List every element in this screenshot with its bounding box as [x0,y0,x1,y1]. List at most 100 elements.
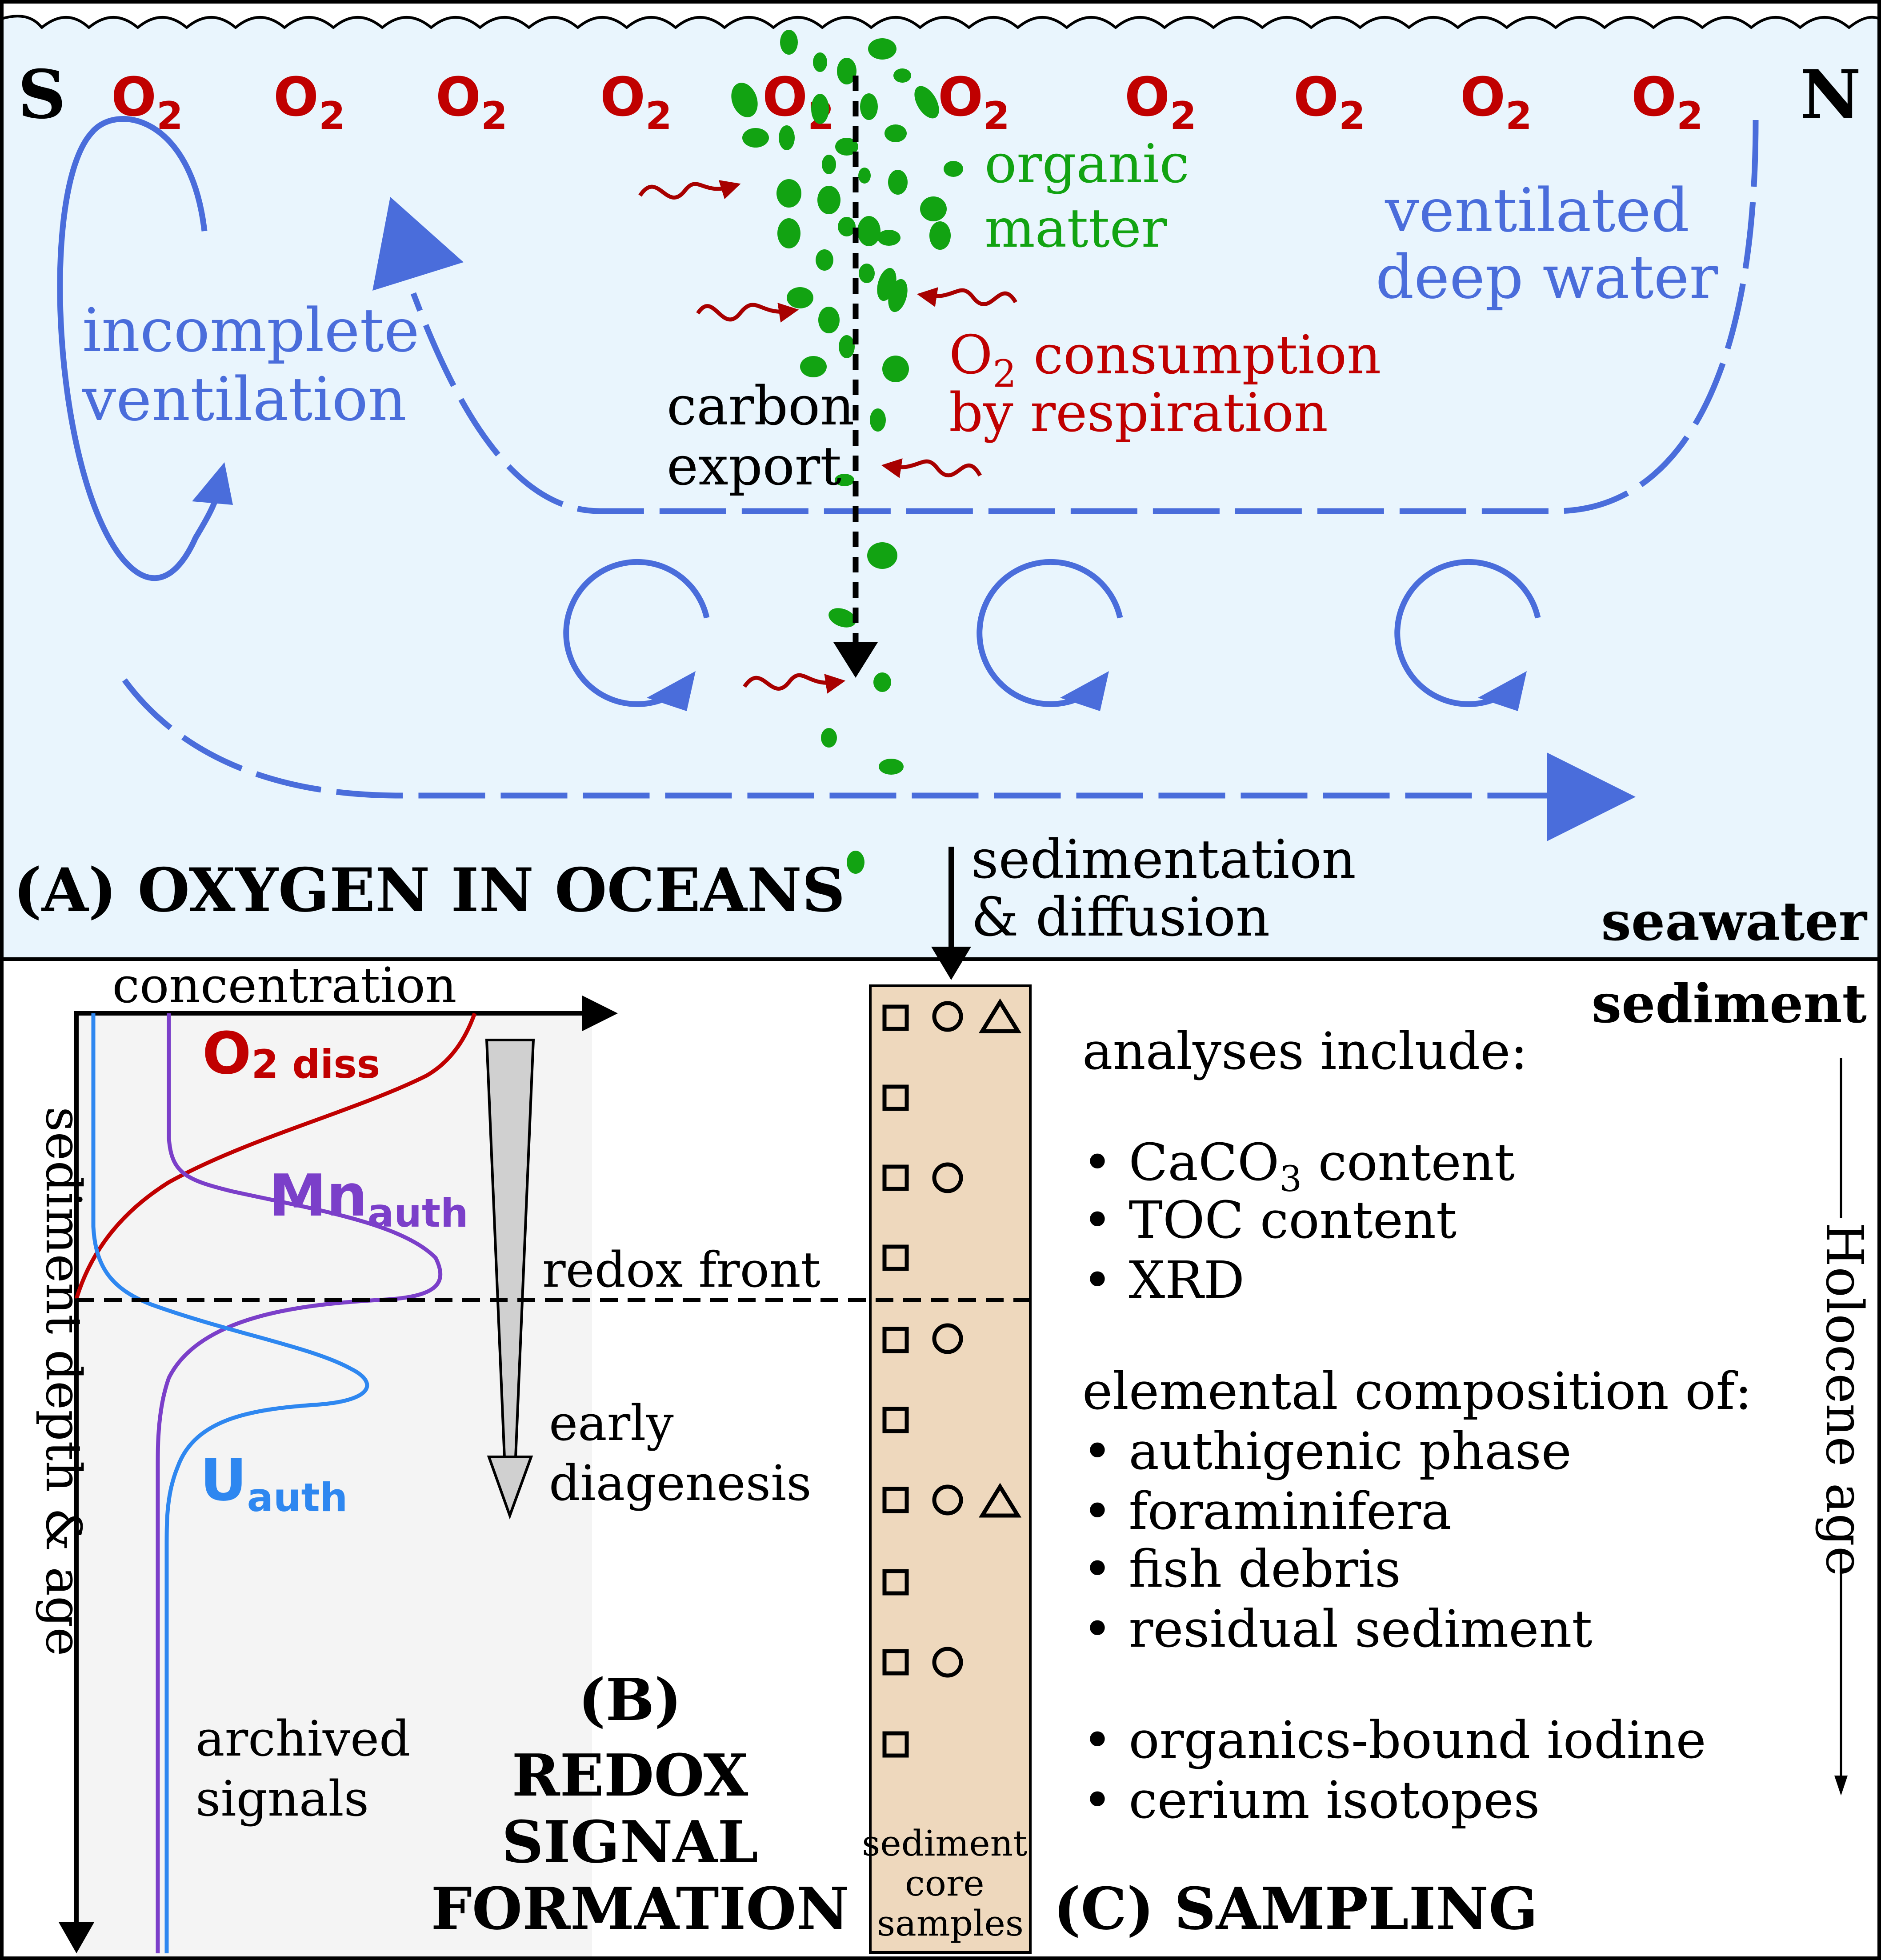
organic-particle [929,221,951,250]
archived-signals-label: archived signals [196,1710,426,1827]
organic-particle [868,38,896,60]
arrowhead-large-lower [1547,752,1636,841]
o2-diss-profile [74,1012,477,1300]
organic-particle [873,672,891,692]
o2-diss-label: O2 diss [202,1020,380,1087]
o2-label: O2 [938,67,1010,138]
sample-square [882,1649,909,1676]
ventilated-deep-water-flow [410,120,1759,514]
organic-particle [837,58,856,84]
arrowhead-eddy-3 [1478,671,1527,711]
organic-particle [777,218,800,248]
eddy-2 [977,559,1123,707]
sample-circle [932,1162,963,1193]
organic-particle [828,608,856,628]
sample-circle [932,1484,963,1516]
incomplete-ventilation-loop [57,116,221,581]
organic-particle [742,128,769,148]
organic-particle [882,356,909,382]
arrowhead-eddy-2 [1060,671,1109,711]
sample-square [882,1407,909,1433]
elemental-item: • fish debris [1082,1540,1401,1599]
other-item: • organics-bound iodine [1082,1711,1706,1770]
organic-particle [884,124,907,142]
organic-particle [821,728,837,748]
core-samples [882,998,1022,1758]
holocene-age-label: Holocene age [1814,1222,1874,1576]
sample-square [882,1244,909,1271]
organic-particle [944,161,963,177]
sample-square [882,1164,909,1191]
organic-particle [835,138,858,156]
sedimentation-label: sedimentation & diffusion [971,829,1373,948]
panel-b-title: (B) REDOX SIGNAL FORMATION [431,1666,849,1943]
organic-particle [776,179,801,208]
o2-label: O2 [600,67,672,138]
elemental-item: • foraminifera [1082,1482,1452,1541]
organic-particle [818,307,840,333]
other-item: • cerium isotopes [1082,1771,1540,1830]
organic-particle [859,264,875,283]
carbon-export-arrowhead [833,642,878,678]
panel-sampling: sediment core samples analyses include: … [862,984,1874,1954]
sample-square [882,1487,909,1513]
o2-label: O2 [1125,67,1197,138]
organic-particle [879,759,904,775]
analysis-item: • TOC content [1082,1191,1457,1250]
surface-oxygen-labels: O2 O2 O2 O2 O2 O2 O2 O2 O2 O2 [111,67,1703,138]
sample-square [882,1731,909,1758]
elemental-header: elemental composition of: [1082,1362,1752,1421]
organic-particle [888,170,908,195]
mn-auth-label: Mnauth [269,1162,468,1236]
organic-particle [888,279,908,312]
sample-circle [932,1647,963,1678]
early-diagenesis-label: early diagenesis [549,1395,812,1512]
o2-label: O2 [762,67,834,138]
panel-redox-signal-formation: concentration sediment depth & age O2 di… [35,957,849,1958]
panel-a-title: (A) OXYGEN IN OCEANS [13,855,845,925]
respiration-arrow-2 [696,303,799,323]
panel-oxygen-in-oceans: S N O2 O2 O2 O2 O2 O2 O2 O2 O2 O2 [0,0,1881,958]
concentration-axis-label: concentration [112,957,456,1014]
respiration-arrow-3 [916,287,1017,307]
panel-c-title: (C) SAMPLING [1053,1875,1538,1943]
eddy-1 [563,559,710,707]
carbon-export-label: carbon export [667,376,872,497]
ventilation-flows [57,116,1759,799]
sea-surface-waves [0,0,1881,29]
organic-particle [816,249,833,271]
depth-axis-label: sediment depth & age [35,1107,92,1656]
organic-matter-label: organic matter [985,133,1206,260]
sample-circle [932,1323,963,1354]
redox-front-label: redox front [542,1241,820,1298]
elemental-item: • authigenic phase [1082,1422,1572,1481]
o2-consumption-label: O2 consumption by respiration [949,324,1398,444]
ventilated-deep-water-label: ventilated deep water [1376,176,1718,312]
sample-square [882,1569,909,1596]
o2-label: O2 [1293,67,1365,138]
analysis-item: • CaCO3 content [1082,1133,1515,1200]
sediment-label: sediment [1592,972,1867,1035]
respiration-arrow-4 [881,458,982,478]
organic-particle [813,52,827,72]
organic-particle [920,196,947,221]
arrowhead-eddy-1 [647,671,696,711]
elemental-item: • residual sediment [1082,1600,1593,1659]
early-diagenesis-arrowhead [487,1456,533,1520]
organic-matter-particles [731,30,963,874]
concentration-axis-arrowhead [582,996,618,1031]
depth-axis-arrowhead [59,1922,94,1953]
respiration-arrows [638,180,1017,694]
organic-particle [914,86,939,119]
arrowhead-loop [192,462,233,505]
o2-label: O2 [1631,67,1703,138]
bottom-water-flow [122,678,1551,799]
organic-particle [822,155,836,174]
sample-circle [932,1001,963,1032]
organic-particle [847,851,864,874]
respiration-arrow-5 [743,673,846,694]
seawater-label: seawater [1601,890,1867,953]
analyses-header: analyses include: [1082,1022,1528,1081]
